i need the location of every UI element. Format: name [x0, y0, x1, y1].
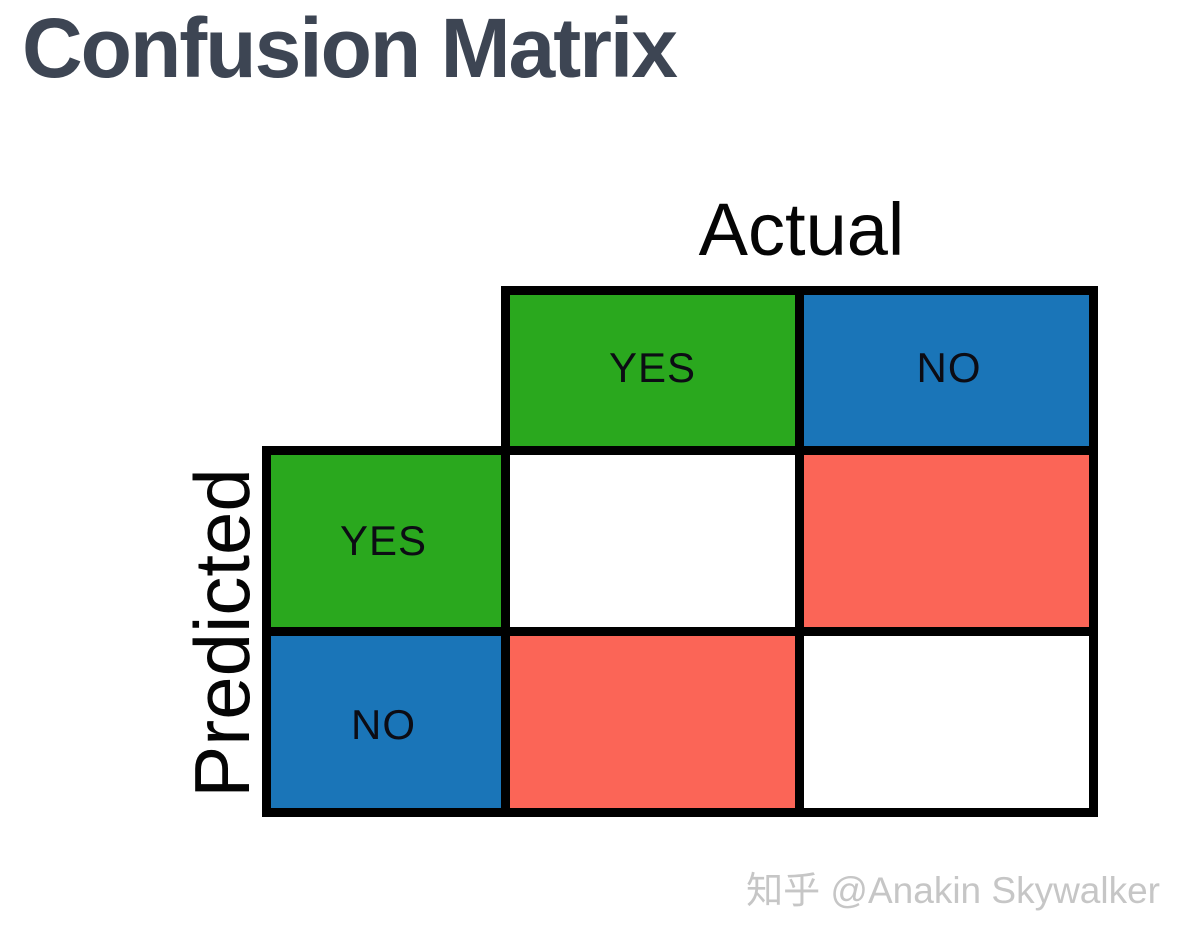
grid-line-right	[1089, 286, 1098, 817]
predicted-axis-label: Predicted	[178, 468, 266, 798]
cell-predicted-yes-actual-no	[800, 450, 1098, 632]
row-header-no-label: NO	[351, 700, 416, 748]
grid-line-middle-vertical	[795, 286, 804, 817]
grid-line-header-row-bottom	[262, 446, 1098, 455]
page-title: Confusion Matrix	[22, 1, 678, 95]
row-header-no: NO	[262, 632, 505, 817]
watermark: 知乎 @Anakin Skywalker	[746, 870, 1160, 911]
row-header-yes-label: YES	[339, 517, 428, 564]
cell-predicted-no-actual-no	[800, 632, 1098, 817]
cell-predicted-yes-actual-yes	[505, 450, 800, 632]
column-header-no: NO	[800, 286, 1098, 450]
cell-predicted-no-actual-yes	[505, 632, 800, 817]
grid-line-bottom	[262, 808, 1098, 817]
grid-line-left	[262, 446, 271, 817]
grid-line-middle-horizontal	[262, 627, 1098, 636]
grid-line-header-col-right	[501, 286, 510, 817]
column-header-yes: YES	[505, 286, 800, 450]
row-header-yes: YES	[262, 450, 505, 632]
column-header-no-label: NO	[916, 344, 982, 391]
column-header-yes-label: YES	[608, 344, 697, 391]
confusion-matrix: YES NO YES NO	[262, 286, 1098, 817]
actual-axis-label: Actual	[698, 188, 905, 271]
